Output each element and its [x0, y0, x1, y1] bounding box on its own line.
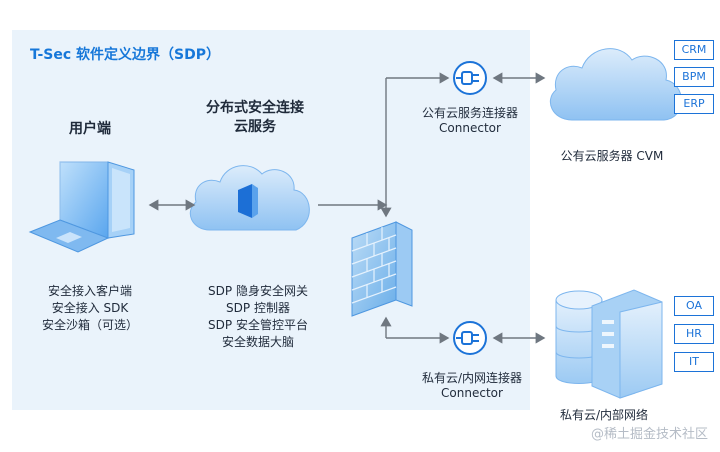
public-cloud-icon [550, 48, 682, 121]
laptop-icon [28, 161, 135, 253]
public-connector-label: Connector [439, 121, 501, 135]
tag-crm: CRM [674, 40, 714, 60]
connection-arrows [148, 72, 546, 344]
private-cloud-label: 私有云/内部网络 [559, 408, 649, 422]
cloud-service-line: SDP 安全管控平台 [208, 318, 308, 332]
tag-erp: ERP [674, 94, 714, 114]
watermark: @稀土掘金技术社区 [590, 427, 708, 442]
user-end-heading: 用户端 [69, 121, 111, 137]
private-connector-label: Connector [441, 386, 503, 400]
user-end-line: 安全接入客户端 [47, 284, 133, 298]
tag-bpm: BPM [674, 67, 714, 87]
sdp-cloud-icon [189, 165, 310, 231]
cloud-service-line: SDP 控制器 [226, 301, 290, 315]
tag-oa: OA [674, 296, 714, 316]
database-icon [555, 290, 603, 384]
public-cloud-label: 公有云服务器 CVM [560, 149, 664, 163]
firewall-icon [351, 221, 413, 317]
public-connector-label: 公有云服务连接器 [421, 106, 519, 120]
cloud-service-line: 安全数据大脑 [221, 335, 295, 349]
server-icon [591, 289, 663, 399]
diagram-title: T-Sec 软件定义边界（SDP） [30, 47, 221, 63]
tag-it: IT [674, 352, 714, 372]
plug-icon-public [453, 61, 487, 95]
plug-icon-private [453, 321, 487, 355]
cloud-service-heading: 分布式安全连接 [206, 100, 304, 116]
private-connector-label: 私有云/内网连接器 [421, 371, 523, 385]
tag-hr: HR [674, 324, 714, 344]
user-end-line: 安全沙箱（可选） [41, 318, 139, 332]
cloud-service-heading: 云服务 [234, 119, 276, 135]
cloud-service-line: SDP 隐身安全网关 [208, 284, 308, 298]
user-end-line: 安全接入 SDK [51, 301, 129, 315]
